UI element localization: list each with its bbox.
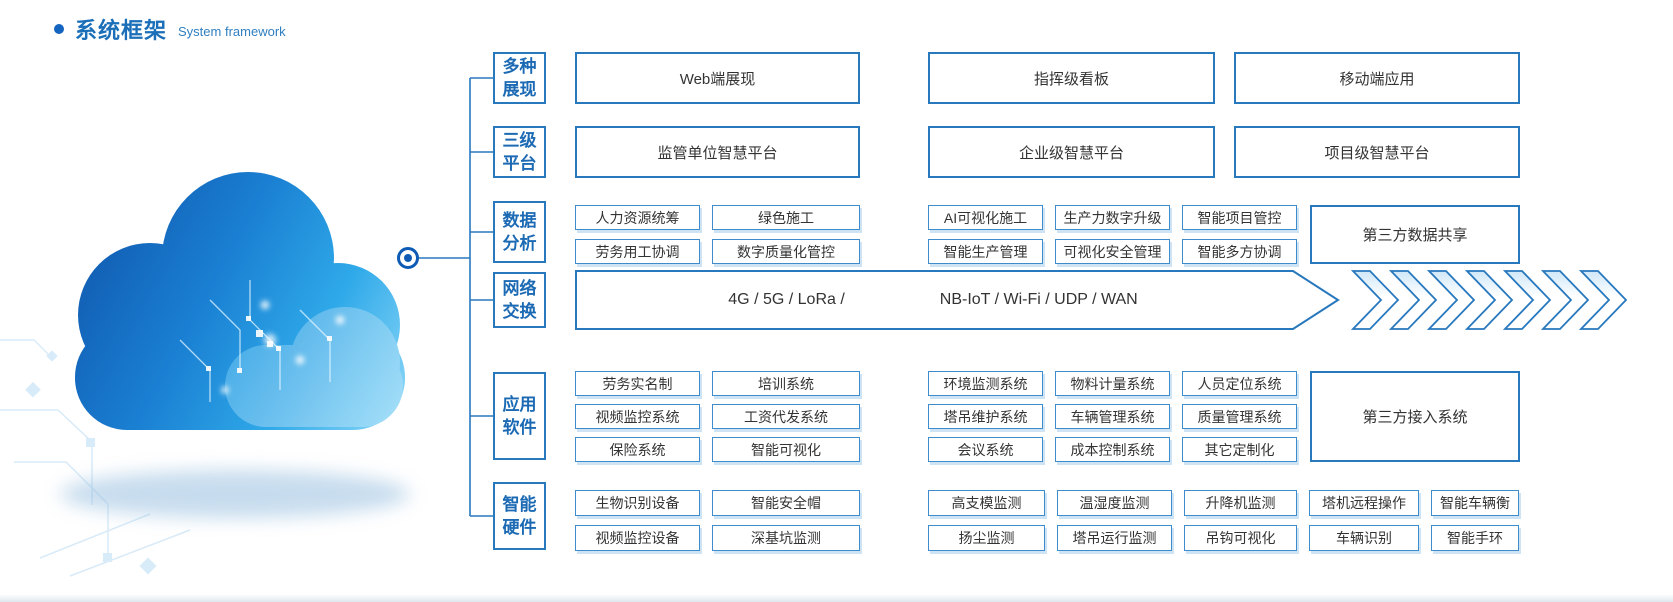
bullet-icon [54, 24, 64, 34]
category-network-exchange: 网络 交换 [493, 272, 546, 328]
system-box: 车辆识别 [1309, 525, 1419, 551]
category-label: 展现 [502, 80, 537, 99]
system-box: 会议系统 [928, 437, 1043, 462]
category-label: 平台 [502, 154, 537, 173]
category-application-software: 应用 软件 [493, 372, 546, 460]
box-supervision-platform: 监管单位智慧平台 [575, 126, 860, 178]
system-box: 智能生产管理 [928, 239, 1043, 264]
category-label: 硬件 [502, 518, 537, 537]
system-box: 物料计量系统 [1055, 371, 1170, 396]
system-box: 数字质量化管控 [712, 239, 860, 264]
grid-smart-hardware-left: 生物识别设备智能安全帽视频监控设备深基坑监测 [575, 490, 860, 551]
chevron-arrow-icon [1350, 270, 1400, 330]
bottom-edge [0, 594, 1673, 602]
system-box: 视频监控系统 [575, 404, 700, 429]
grid-app-software-left: 劳务实名制培训系统视频监控系统工资代发系统保险系统智能可视化 [575, 371, 860, 462]
system-box: 人员定位系统 [1182, 371, 1297, 396]
category-label: 数据 [502, 211, 537, 230]
system-box: 吊钩可视化 [1184, 525, 1297, 551]
section-title: 系统框架 System framework [54, 13, 286, 45]
network-band [575, 270, 1628, 330]
system-box: 劳务实名制 [575, 371, 700, 396]
system-box: 生产力数字升级 [1055, 205, 1170, 230]
section-title-en: System framework [178, 23, 286, 39]
grid-smart-hardware-mid: 高支模监测温湿度监测升降机监测塔机远程操作智能车辆衡扬尘监测塔吊运行监测吊钩可视… [928, 490, 1520, 551]
box-enterprise-platform: 企业级智慧平台 [928, 126, 1215, 178]
section-title-zh: 系统框架 [75, 18, 168, 43]
category-three-level-platform: 三级 平台 [493, 126, 546, 178]
category-data-analysis: 数据 分析 [493, 201, 546, 263]
system-box: 智能安全帽 [712, 490, 860, 516]
box-command-dashboard: 指挥级看板 [928, 52, 1215, 104]
system-box: 质量管理系统 [1182, 404, 1297, 429]
category-label: 智能 [502, 495, 537, 514]
category-label: 多种 [502, 57, 537, 76]
grid-data-analysis-left: 人力资源统筹绿色施工劳务用工协调数字质量化管控 [575, 205, 860, 264]
system-box: 工资代发系统 [712, 404, 860, 429]
circuit-traces [0, 339, 191, 577]
system-box: 可视化安全管理 [1055, 239, 1170, 264]
box-web-display: Web端展现 [575, 52, 860, 104]
system-box: 扬尘监测 [928, 525, 1045, 551]
box-project-platform: 项目级智慧平台 [1234, 126, 1520, 178]
system-box: 车辆管理系统 [1055, 404, 1170, 429]
system-box: AI可视化施工 [928, 205, 1043, 230]
category-label: 分析 [502, 234, 537, 253]
category-label: 交换 [502, 302, 537, 321]
system-box: 绿色施工 [712, 205, 860, 230]
chevron-arrow-icon [1464, 270, 1514, 330]
category-label: 软件 [502, 418, 537, 437]
system-box: 智能车辆衡 [1431, 490, 1519, 516]
system-box: 成本控制系统 [1055, 437, 1170, 462]
chevron-arrow-icon [1502, 270, 1552, 330]
system-box: 智能项目管控 [1182, 205, 1297, 230]
chevron-arrow-icon [1578, 270, 1628, 330]
category-label: 三级 [502, 131, 537, 150]
system-box: 深基坑监测 [712, 525, 860, 551]
network-band-shape [575, 270, 1340, 330]
category-multi-display: 多种 展现 [493, 52, 546, 104]
system-box: 其它定制化 [1182, 437, 1297, 462]
category-smart-hardware: 智能 硬件 [493, 482, 546, 550]
category-label: 网络 [502, 279, 537, 298]
system-box: 培训系统 [712, 371, 860, 396]
system-box: 升降机监测 [1184, 490, 1297, 516]
box-mobile-app: 移动端应用 [1234, 52, 1520, 104]
network-protocols-left: 4G / 5G / LoRa / [728, 291, 845, 308]
system-box: 温湿度监测 [1057, 490, 1172, 516]
system-box: 劳务用工协调 [575, 239, 700, 264]
category-label: 应用 [502, 395, 537, 414]
system-box: 智能可视化 [712, 437, 860, 462]
chevron-arrow-icon [1540, 270, 1590, 330]
system-box: 智能手环 [1431, 525, 1519, 551]
chevron-arrow-icon [1388, 270, 1438, 330]
system-box: 塔吊运行监测 [1057, 525, 1172, 551]
system-box: 环境监测系统 [928, 371, 1043, 396]
system-box: 保险系统 [575, 437, 700, 462]
system-box: 高支模监测 [928, 490, 1045, 516]
system-box: 视频监控设备 [575, 525, 700, 551]
system-box: 人力资源统筹 [575, 205, 700, 230]
cloud-front-puff [225, 307, 403, 427]
grid-data-analysis-mid: AI可视化施工生产力数字升级智能项目管控智能生产管理可视化安全管理智能多方协调 [928, 205, 1297, 264]
system-box: 塔机远程操作 [1309, 490, 1419, 516]
chevron-arrow-icon [1426, 270, 1476, 330]
grid-app-software-mid: 环境监测系统物料计量系统人员定位系统塔吊维护系统车辆管理系统质量管理系统会议系统… [928, 371, 1297, 462]
cloud-glow-dots [221, 301, 344, 394]
cloud-illustration [0, 172, 410, 577]
system-box: 塔吊维护系统 [928, 404, 1043, 429]
system-box: 生物识别设备 [575, 490, 700, 516]
network-band-text: 4G / 5G / LoRa / NB-IoT / Wi-Fi / UDP / … [575, 271, 1291, 329]
box-third-party-data-share: 第三方数据共享 [1310, 205, 1520, 264]
cloud-shadow [60, 470, 410, 518]
circuit-squares [25, 350, 157, 575]
network-protocols-right: NB-IoT / Wi-Fi / UDP / WAN [939, 291, 1138, 308]
box-third-party-access: 第三方接入系统 [1310, 371, 1520, 462]
system-box: 智能多方协调 [1182, 239, 1297, 264]
